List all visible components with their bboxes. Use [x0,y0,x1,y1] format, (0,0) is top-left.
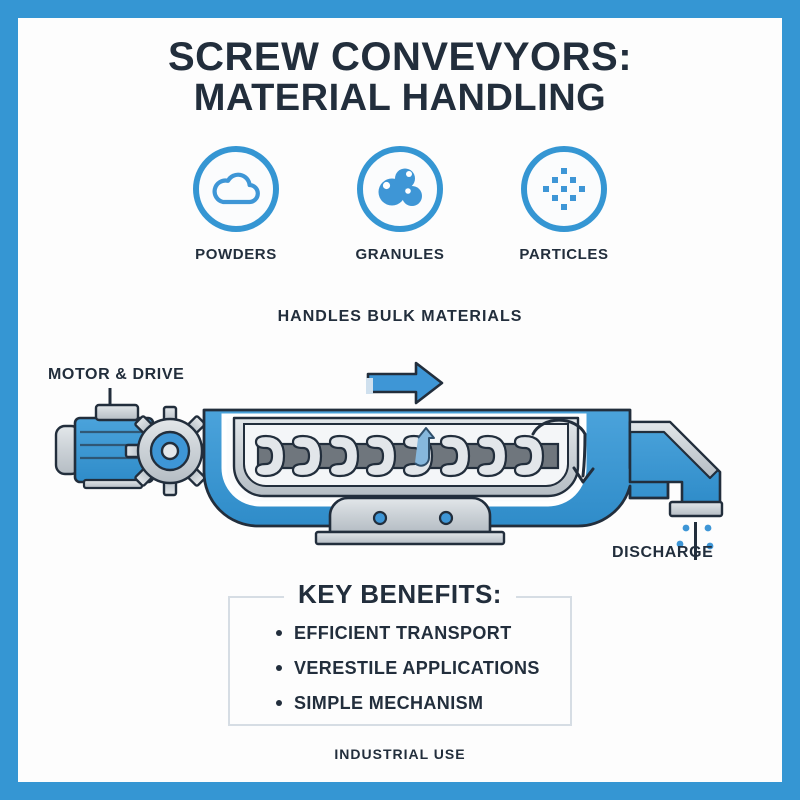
list-item: VERESTILE APPLICATIONS [276,659,570,677]
screw-flight-icon [254,427,560,478]
rotation-arrow-icon [531,418,595,484]
page-title: SCREW CONVEVYORS: MATERIAL HANDLING [18,36,782,119]
granules-icon-circle [357,146,443,232]
material-type-particles: PARTICLES [508,146,620,263]
material-type-powders: POWDERS [180,146,292,263]
gear-icon [124,405,216,497]
conveyor-illustration [54,361,724,560]
key-benefits-title: KEY BENEFITS: [284,579,516,610]
spheres-icon [378,168,422,206]
title-line-secondary: MATERIAL HANDLING [193,77,607,120]
powders-icon-circle [193,146,279,232]
key-benefits-box: KEY BENEFITS: EFFICIENT TRANSPORT VEREST… [228,579,572,726]
poster-canvas: SCREW CONVEVYORS: MATERIAL HANDLING POWD… [18,18,782,782]
support-base-icon [314,496,506,546]
material-type-icon-row: POWDERS GRANULES [18,146,782,263]
right-arrow-icon [366,361,444,405]
falling-particles-icon [676,522,714,560]
powders-label: POWDERS [195,246,277,263]
material-type-granules: GRANULES [344,146,456,263]
granules-label: GRANULES [355,246,445,263]
particles-icon-circle [521,146,607,232]
list-item: SIMPLE MECHANISM [276,694,570,712]
motor-drive-label: MOTOR & DRIVE [48,366,185,383]
discharge-chute-icon [628,420,724,518]
title-line-primary: SCREW CONVEVYORS: [167,35,633,79]
handles-bulk-materials-caption: HANDLES BULK MATERIALS [277,308,523,325]
key-benefits-list: EFFICIENT TRANSPORT VERESTILE APPLICATIO… [230,598,570,712]
list-item: EFFICIENT TRANSPORT [276,624,570,642]
cloud-icon [212,172,260,205]
industrial-use-caption: INDUSTRIAL USE [334,746,466,762]
screw-conveyor-diagram: MOTOR & DRIVE DISCHARGE [18,340,782,580]
discharge-label: DISCHARGE [612,544,714,561]
particles-label: PARTICLES [519,246,609,263]
dot-grid-icon [543,168,585,210]
